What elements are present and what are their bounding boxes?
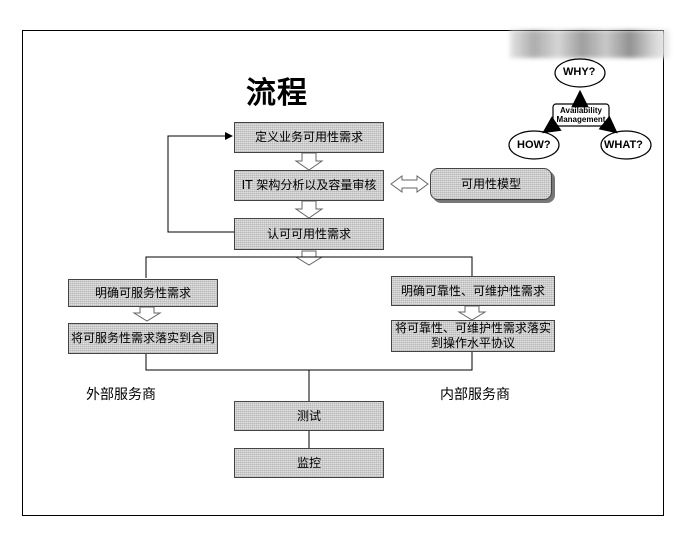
branch-split-line xyxy=(145,256,473,278)
step-define-requirements: 定义业务可用性需求 xyxy=(234,122,384,153)
down-arrow-right xyxy=(457,305,487,321)
why-ellipse xyxy=(554,58,606,88)
step-it-architecture: IT 架构分析以及容量审核 xyxy=(234,170,384,201)
down-arrow-3 xyxy=(294,250,324,266)
branch-merge-line xyxy=(145,352,473,371)
external-provider-label: 外部服务商 xyxy=(86,387,156,403)
page-title: 流程 xyxy=(246,76,308,111)
down-arrow-2 xyxy=(294,200,324,219)
step-monitor: 监控 xyxy=(234,448,384,478)
step-confirm-requirements: 认可可用性需求 xyxy=(234,218,384,250)
step-test: 测试 xyxy=(234,401,384,431)
step-clarify-serviceability: 明确可服务性需求 xyxy=(68,279,218,307)
what-ellipse xyxy=(600,130,652,160)
why-label: WHY? xyxy=(563,66,596,78)
how-ellipse xyxy=(508,130,560,160)
step-serviceability-contract: 将可服务性需求落实到合同 xyxy=(68,323,218,354)
double-arrow xyxy=(390,175,429,193)
feedback-loop-line xyxy=(167,132,234,233)
internal-provider-label: 内部服务商 xyxy=(440,387,510,403)
availability-model-box: 可用性模型 xyxy=(430,168,552,200)
step-clarify-reliability: 明确可靠性、可维护性需求 xyxy=(391,276,555,306)
down-arrow-left xyxy=(132,306,162,322)
step-reliability-ola: 将可靠性、可维护性需求落实到操作水平协议 xyxy=(391,320,555,352)
down-arrow-1 xyxy=(294,152,324,171)
blurred-logo xyxy=(510,30,670,58)
how-label: HOW? xyxy=(517,139,551,151)
what-label: WHAT? xyxy=(604,139,643,151)
am-center-label: Availability Management xyxy=(556,106,606,124)
am-diagram xyxy=(508,58,652,160)
